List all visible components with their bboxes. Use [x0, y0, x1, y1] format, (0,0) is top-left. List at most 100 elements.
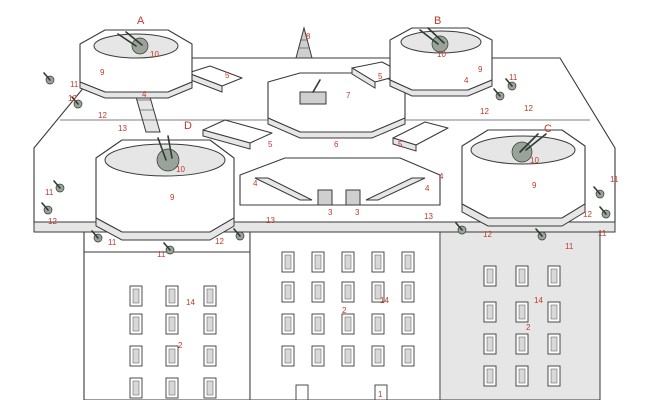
light-aa-barrel — [593, 186, 601, 195]
callout-11: 11 — [598, 229, 607, 238]
callout-10: 10 — [437, 50, 446, 59]
callout-5: 5 — [225, 71, 230, 80]
central-deck — [267, 72, 406, 139]
window-pane — [344, 316, 352, 332]
tower-b — [389, 27, 493, 97]
light-aa-barrel — [43, 72, 51, 81]
callout-11: 11 — [157, 250, 166, 259]
callout-12: 12 — [480, 107, 489, 116]
callout-7: 7 — [346, 91, 351, 100]
window-pane — [132, 288, 140, 304]
window-pane — [344, 348, 352, 364]
window-pane — [206, 380, 214, 396]
window-pane — [284, 348, 292, 364]
window-pane — [374, 316, 382, 332]
light-aa-barrel — [455, 222, 463, 231]
window-pane — [518, 268, 526, 284]
window-pane — [168, 288, 176, 304]
callout-10: 10 — [530, 156, 539, 165]
window-pane — [518, 368, 526, 384]
window-pane — [550, 268, 558, 284]
window-pane — [486, 268, 494, 284]
window-pane — [168, 348, 176, 364]
light-aa-barrel — [71, 96, 79, 105]
callout-5: 5 — [398, 140, 403, 149]
light-aa-barrel — [91, 230, 99, 239]
callout-6: 6 — [334, 140, 339, 149]
window-pane — [374, 284, 382, 300]
window-pane — [404, 348, 412, 364]
window-pane — [206, 348, 214, 364]
callout-2: 2 — [526, 323, 531, 332]
entrance-doors — [295, 384, 388, 400]
window-grid — [129, 251, 561, 399]
window-pane — [404, 254, 412, 270]
tower-label-b: B — [434, 15, 441, 27]
light-aa-barrel — [53, 180, 61, 189]
light-aa-barrel — [599, 206, 607, 215]
window-pane — [284, 284, 292, 300]
window-pane — [132, 316, 140, 332]
window-pane — [314, 254, 322, 270]
window-pane — [518, 304, 526, 320]
tower-label-c: C — [544, 123, 552, 135]
callout-9: 9 — [532, 181, 537, 190]
callout-14: 14 — [380, 296, 389, 305]
callout-12: 12 — [48, 217, 57, 226]
window-pane — [374, 348, 382, 364]
callout-11: 11 — [45, 188, 54, 197]
light-aa-barrel — [505, 78, 513, 87]
callout-12: 12 — [583, 210, 592, 219]
light-aa-barrel — [535, 228, 543, 237]
callout-4: 4 — [425, 184, 430, 193]
callout-13: 13 — [266, 216, 275, 225]
callout-3: 3 — [328, 208, 333, 217]
callout-4: 4 — [253, 179, 258, 188]
callout-4: 4 — [439, 172, 444, 181]
ammo-bunkers — [187, 61, 449, 152]
light-aa-barrel — [233, 228, 241, 237]
window-pane — [374, 254, 382, 270]
window-pane — [550, 368, 558, 384]
tower-d — [95, 135, 235, 241]
window-pane — [168, 316, 176, 332]
window-pane — [314, 316, 322, 332]
window-pane — [550, 336, 558, 352]
window-pane — [132, 380, 140, 396]
callout-numbers: 10 10 10 10 9 9 9 9 8 7 6 5 5 5 5 4 4 4 … — [45, 32, 619, 399]
callout-9: 9 — [100, 68, 105, 77]
window-pane — [132, 348, 140, 364]
window-pane — [314, 284, 322, 300]
window-pane — [168, 380, 176, 396]
radar-mast — [295, 26, 313, 59]
callout-3: 3 — [355, 208, 360, 217]
light-aa-barrel — [493, 88, 501, 97]
callout-12: 12 — [98, 111, 107, 120]
window-pane — [404, 316, 412, 332]
central-stair-block — [239, 157, 441, 206]
callout-9: 9 — [170, 193, 175, 202]
callout-2: 2 — [178, 341, 183, 350]
window-pane — [206, 316, 214, 332]
callout-2: 2 — [342, 306, 347, 315]
tower-labels: A B C D — [137, 15, 552, 135]
callout-12: 12 — [215, 237, 224, 246]
callout-12: 12 — [524, 104, 533, 113]
callout-11: 11 — [565, 242, 574, 251]
callout-13: 13 — [118, 124, 127, 133]
callout-9: 9 — [478, 65, 483, 74]
callout-5: 5 — [268, 140, 273, 149]
callout-12: 12 — [68, 94, 77, 103]
window-pane — [206, 288, 214, 304]
callout-11: 11 — [108, 238, 117, 247]
callout-11: 11 — [509, 73, 518, 82]
window-pane — [486, 304, 494, 320]
callout-4: 4 — [142, 90, 147, 99]
callout-11: 11 — [610, 175, 619, 184]
callout-4: 4 — [464, 76, 469, 85]
callout-11: 11 — [70, 80, 79, 89]
light-aa-barrel — [163, 242, 171, 251]
light-aa-barrel — [41, 202, 49, 211]
